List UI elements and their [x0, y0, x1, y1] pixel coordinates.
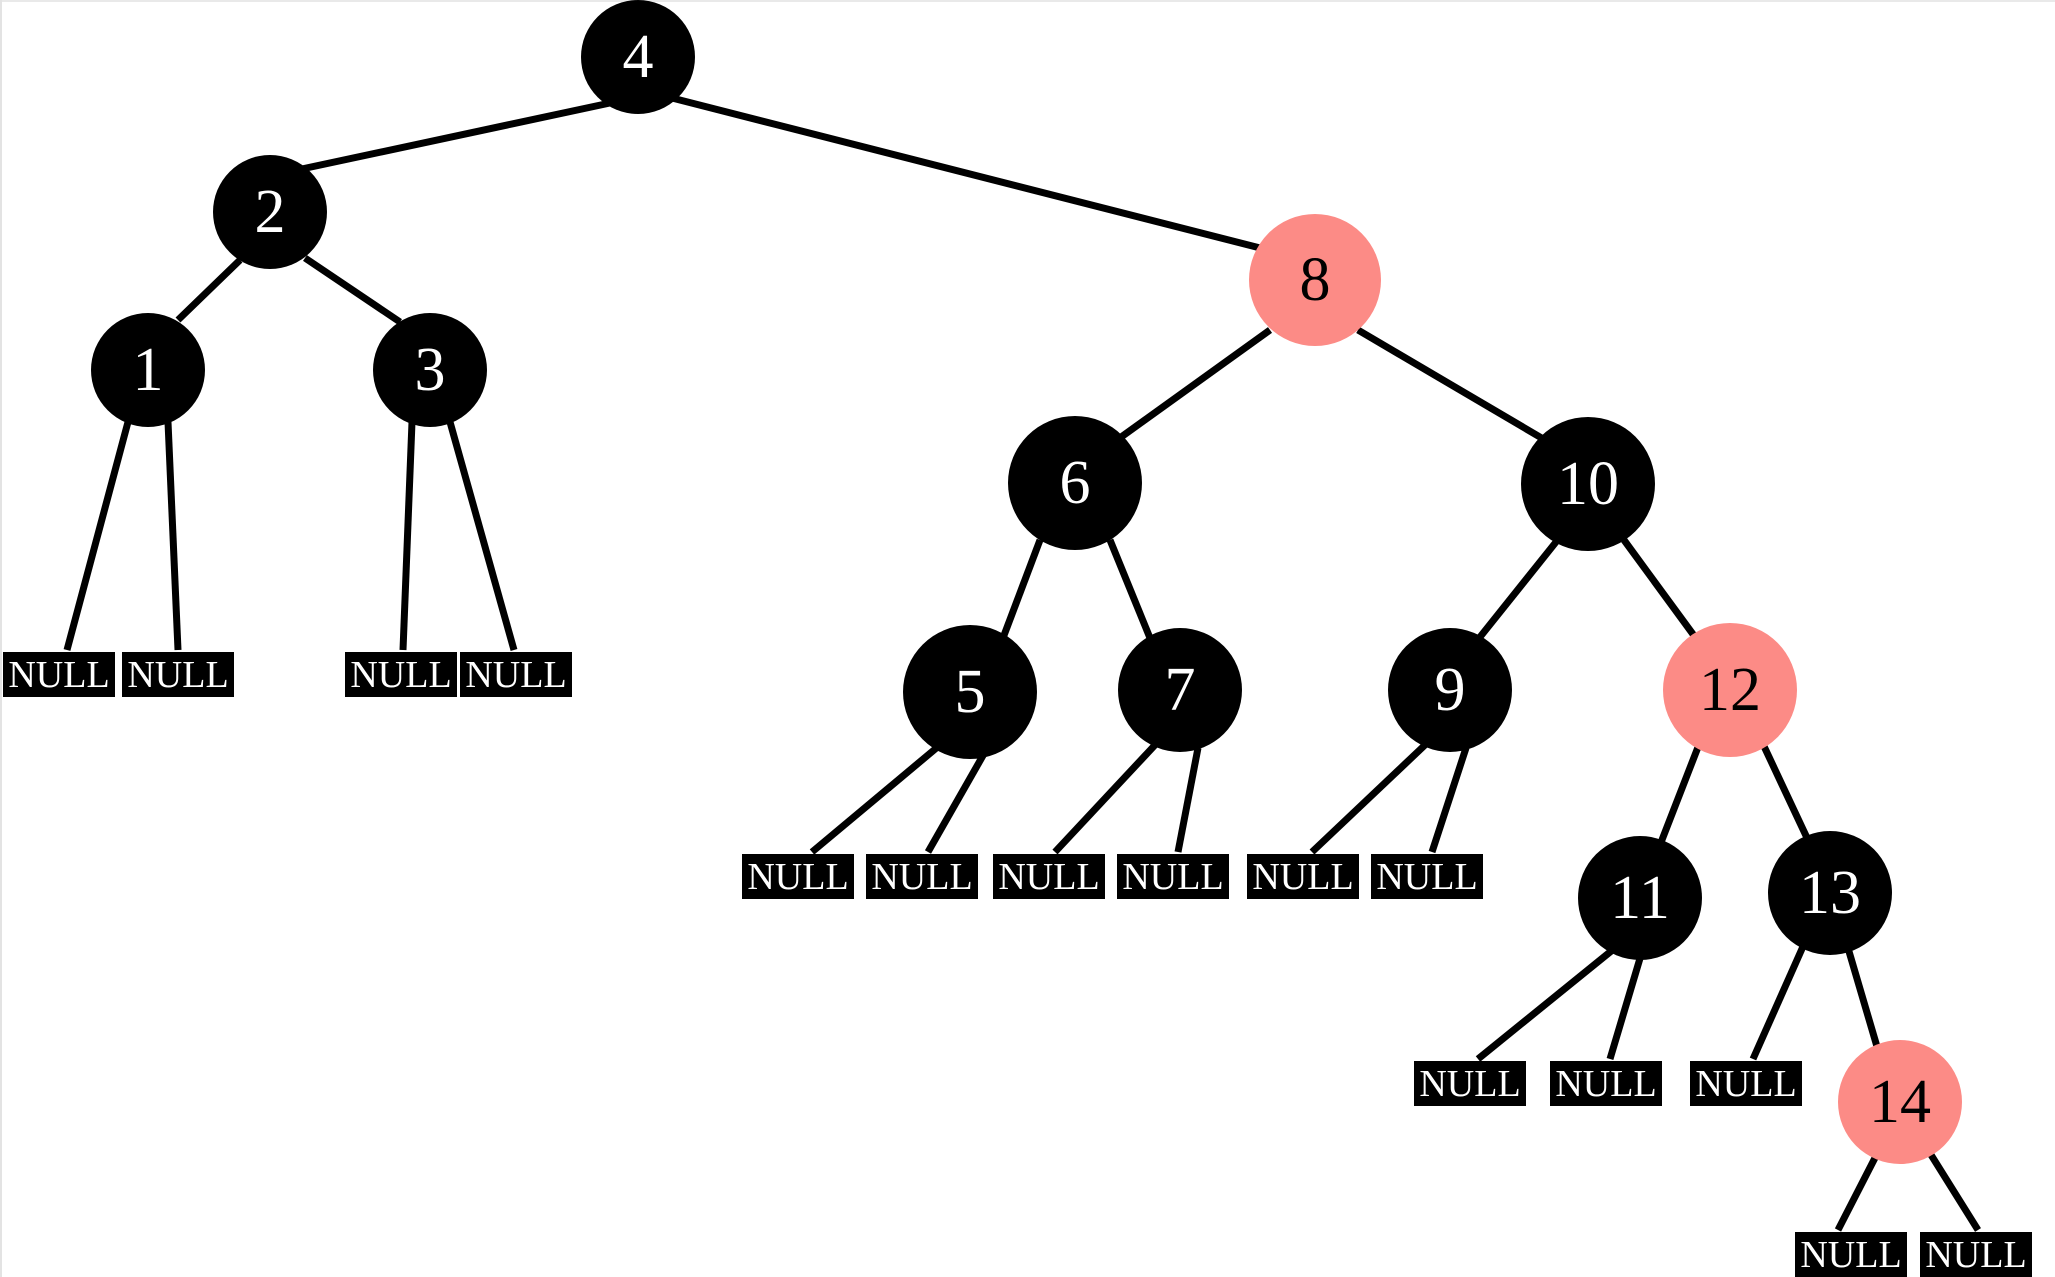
null-leaf-13: NULL [1690, 1061, 1802, 1106]
tree-edge-n4-n2 [296, 99, 611, 174]
null-leaf-label: NULL [1555, 1062, 1657, 1105]
null-leaf-label: NULL [350, 653, 452, 696]
null-leaf-15: NULL [1920, 1232, 2032, 1277]
tree-node-10[interactable]: 10 [1521, 417, 1655, 551]
null-leaf-label: NULL [465, 653, 567, 696]
null-leaf-7: NULL [993, 854, 1105, 899]
canvas-left-border [0, 0, 2, 1277]
tree-edge-n4-n8 [671, 94, 1269, 254]
tree-node-label: 11 [1610, 864, 1670, 932]
null-leaf-label: NULL [1376, 855, 1478, 898]
tree-edge-n14-l14 [1834, 1150, 1882, 1232]
tree-node-label: 8 [1299, 246, 1331, 314]
null-leaf-5: NULL [742, 854, 854, 899]
tree-node-label: 2 [254, 178, 286, 246]
null-leaf-label: NULL [871, 855, 973, 898]
tree-node-1[interactable]: 1 [91, 313, 205, 427]
null-leaf-4: NULL [460, 652, 572, 697]
null-leaf-14: NULL [1795, 1232, 1907, 1277]
tree-edge-n13-n14 [1844, 947, 1882, 1051]
null-leaf-10: NULL [1371, 854, 1483, 899]
tree-edge-n12-n13 [1758, 740, 1812, 842]
tree-node-label: 9 [1434, 656, 1466, 724]
tree-node-label: 1 [132, 336, 164, 404]
null-leaf-12: NULL [1550, 1061, 1662, 1106]
null-leaf-1: NULL [3, 652, 115, 697]
tree-node-label: 12 [1699, 656, 1761, 724]
null-leaf-label: NULL [1419, 1062, 1521, 1105]
null-leaf-3: NULL [345, 652, 457, 697]
tree-node-14[interactable]: 14 [1838, 1040, 1962, 1164]
tree-edge-n6-n5 [999, 538, 1044, 640]
null-leaf-label: NULL [1695, 1062, 1797, 1105]
tree-node-label: 4 [622, 23, 654, 91]
tree-edge-n3-l3 [399, 421, 416, 651]
null-leaf-label: NULL [1800, 1233, 1902, 1276]
tree-node-4[interactable]: 4 [581, 0, 695, 114]
null-leaf-label: NULL [1925, 1233, 2027, 1276]
null-leaf-label: NULL [8, 653, 110, 696]
tree-node-label: 6 [1059, 449, 1091, 517]
tree-edge-n5-l5 [809, 742, 943, 855]
tree-edge-n13-l13 [1749, 940, 1809, 1061]
tree-node-label: 3 [414, 336, 446, 404]
tree-edge-n2-n3 [303, 255, 402, 325]
tree-node-11[interactable]: 11 [1578, 836, 1702, 960]
tree-edge-n7-l8 [1174, 747, 1202, 853]
tree-edge-n6-n7 [1106, 538, 1154, 640]
null-leaf-2: NULL [122, 652, 234, 697]
tree-edge-n8-n10 [1356, 326, 1547, 444]
tree-edge-n1-l2 [164, 421, 182, 651]
tree-node-6[interactable]: 6 [1008, 416, 1142, 550]
tree-edge-n11-l12 [1606, 954, 1645, 1060]
tree-node-9[interactable]: 9 [1388, 628, 1512, 752]
null-leaf-9: NULL [1247, 854, 1359, 899]
tree-edge-n10-n9 [1477, 539, 1559, 640]
tree-node-label: 5 [954, 658, 986, 726]
tree-edge-n5-l6 [924, 750, 989, 854]
tree-edge-n10-n12 [1621, 537, 1698, 640]
null-leaf-label: NULL [127, 653, 229, 696]
tree-edge-n3-l4 [446, 421, 518, 651]
tree-edge-n1-l1 [63, 421, 132, 651]
tree-node-label: 13 [1799, 859, 1861, 927]
canvas-top-border [0, 0, 2055, 2]
null-leaf-label: NULL [1122, 855, 1224, 898]
null-leaf-label: NULL [747, 855, 849, 898]
tree-node-7[interactable]: 7 [1118, 628, 1242, 752]
null-leaf-label: NULL [1252, 855, 1354, 898]
tree-edge-n11-l11 [1475, 945, 1618, 1062]
null-leaf-11: NULL [1414, 1061, 1526, 1106]
tree-node-13[interactable]: 13 [1768, 831, 1892, 955]
tree-node-label: 10 [1557, 450, 1619, 518]
tree-edge-n9-l9 [1309, 742, 1428, 855]
null-leaf-6: NULL [866, 854, 978, 899]
tree-edge-n14-l15 [1925, 1148, 1981, 1232]
tree-node-8[interactable]: 8 [1249, 214, 1381, 346]
tree-node-label: 14 [1869, 1068, 1931, 1136]
tree-node-2[interactable]: 2 [213, 155, 327, 269]
tree-edge-n2-n1 [175, 257, 243, 323]
tree-edge-n7-l7 [1052, 742, 1158, 855]
null-leaf-label: NULL [998, 855, 1100, 898]
tree-edge-n12-n11 [1656, 740, 1704, 847]
tree-node-label: 7 [1164, 656, 1196, 724]
tree-edge-n9-l10 [1428, 746, 1470, 854]
tree-node-12[interactable]: 12 [1663, 623, 1797, 757]
tree-node-5[interactable]: 5 [903, 625, 1037, 759]
tree-edge-n8-n6 [1114, 327, 1273, 443]
null-leaf-8: NULL [1117, 854, 1229, 899]
tree-node-3[interactable]: 3 [373, 313, 487, 427]
